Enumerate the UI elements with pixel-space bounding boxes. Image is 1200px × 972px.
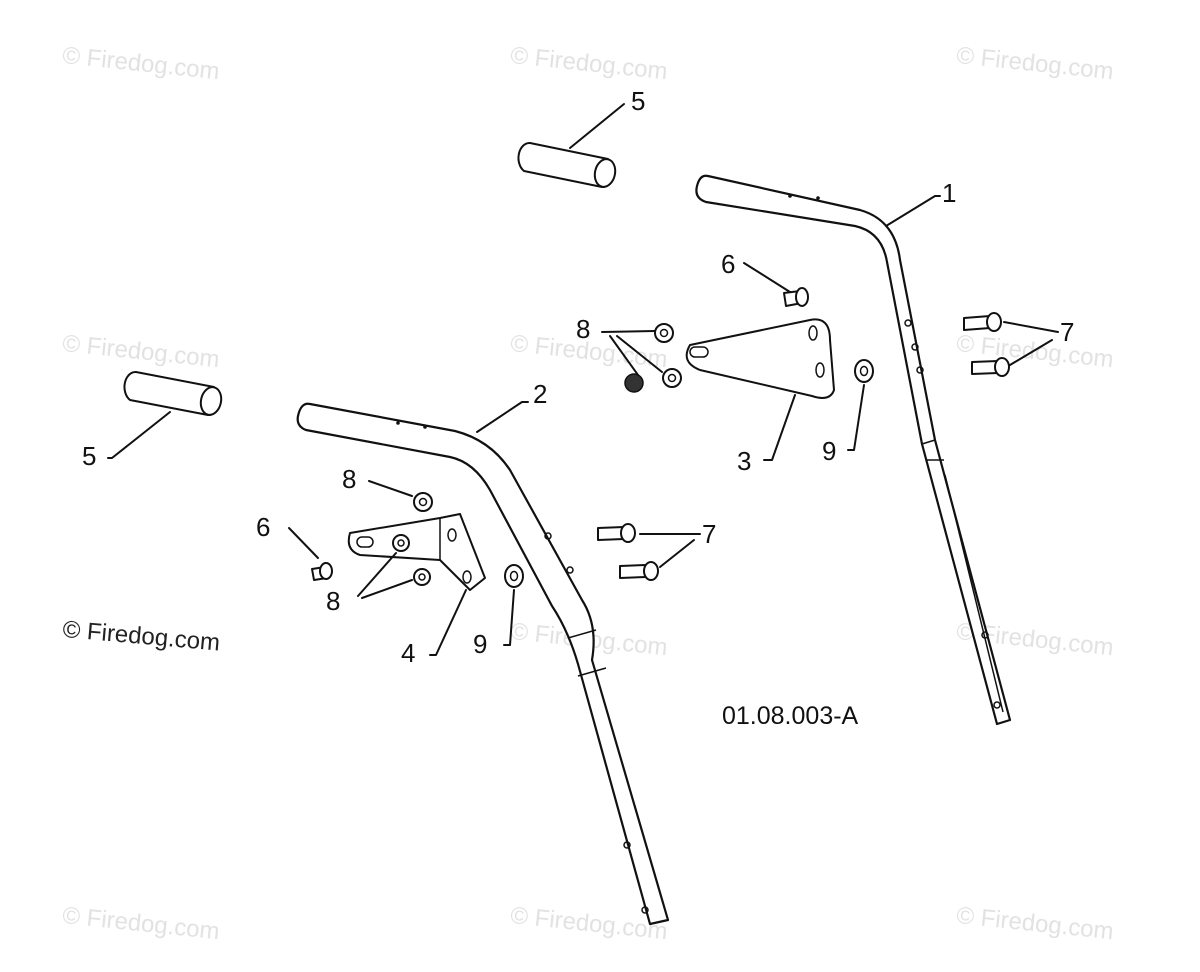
washer-left: [504, 564, 524, 588]
callout-6-right: 6: [721, 249, 736, 279]
handle-upper: [695, 174, 1012, 726]
nuts-right: [624, 323, 682, 393]
grip-top: [517, 142, 617, 188]
callout-8-right: 8: [576, 314, 591, 344]
callout-2: 2: [533, 379, 548, 409]
bolt-left: [311, 562, 333, 581]
callout-5-top: 5: [631, 86, 646, 116]
bolts-left: [597, 523, 659, 581]
callout-8-left-bottom: 8: [326, 586, 341, 616]
handle-lower: [296, 402, 670, 926]
grip-left: [123, 371, 223, 416]
callout-7-left: 7: [702, 519, 717, 549]
drawing-code: 01.08.003-A: [722, 702, 859, 730]
nuts-left: [392, 492, 433, 586]
bolt-right: [783, 287, 809, 307]
callout-5-left: 5: [82, 441, 97, 471]
bracket-left: [347, 513, 486, 591]
bracket-right: [685, 318, 835, 399]
washer-right: [854, 359, 874, 383]
callout-7-right: 7: [1060, 317, 1075, 347]
callout-3: 3: [737, 446, 752, 476]
callout-6-left: 6: [256, 512, 271, 542]
callout-1: 1: [942, 178, 957, 208]
callout-4: 4: [401, 638, 416, 668]
callout-9-left: 9: [473, 629, 488, 659]
callout-9-right: 9: [822, 436, 837, 466]
leader-lines: [107, 103, 1059, 656]
bolts-right: [963, 312, 1010, 377]
callout-8-left-top: 8: [342, 464, 357, 494]
